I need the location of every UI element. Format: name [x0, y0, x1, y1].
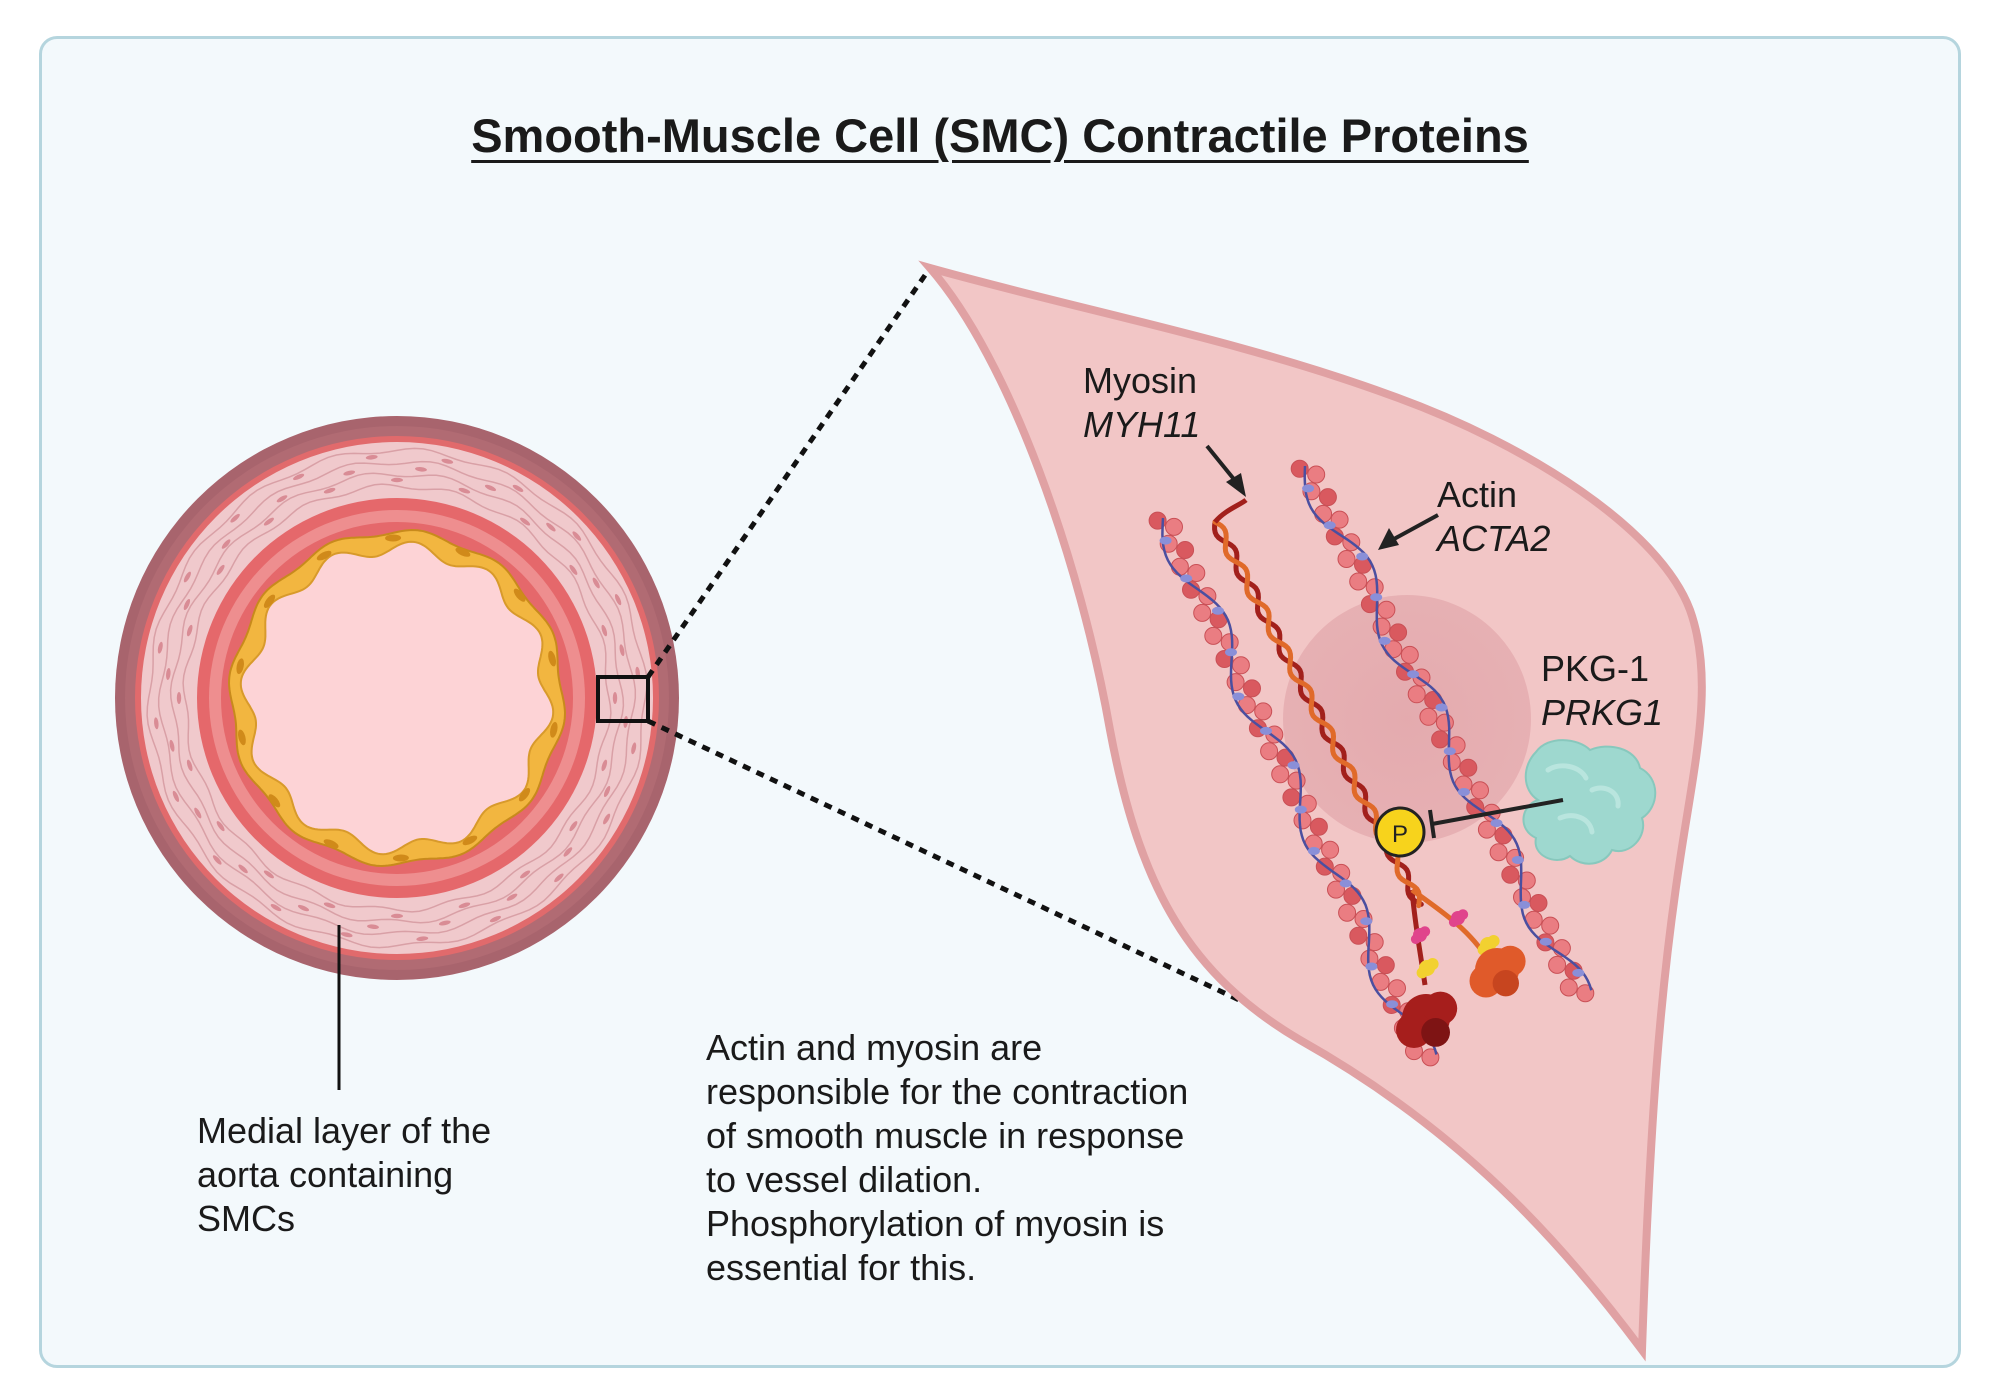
myosin-arrow	[1205, 444, 1239, 485]
pkg-gene: PRKG1	[1541, 692, 1664, 733]
description-line: of smooth muscle in response	[706, 1115, 1185, 1156]
actin-gene: ACTA2	[1437, 518, 1551, 559]
phosphate-group	[1374, 806, 1426, 858]
myosin-label: Myosin MYH11	[1083, 359, 1200, 447]
description-text: Actin and myosin are responsible for the…	[706, 1026, 1188, 1290]
contractile-filaments	[1148, 459, 1595, 1067]
lumen	[239, 540, 555, 856]
description-line: Actin and myosin are	[706, 1027, 1043, 1068]
medial-caption-line: Medial layer of the	[197, 1110, 492, 1151]
myosin-gene: MYH11	[1083, 404, 1201, 445]
smooth-muscle-cell	[918, 260, 1706, 1362]
description-line: responsible for the contraction	[706, 1071, 1189, 1112]
actin-label: Actin ACTA2	[1437, 473, 1550, 561]
zoom-line-top	[645, 266, 933, 679]
endothelial-nuclei	[236, 534, 558, 862]
actin-arrow	[1393, 513, 1439, 541]
medial-caption: Medial layer of the aorta containing SMC…	[197, 1109, 491, 1241]
aorta-cross-section	[115, 416, 679, 980]
medial-smc-texture	[146, 447, 648, 949]
inhibition-line	[1431, 798, 1564, 826]
pkg-name: PKG-1	[1541, 648, 1650, 689]
pkg1-protein	[1522, 739, 1657, 865]
figure-title: Smooth-Muscle Cell (SMC) Contractile Pro…	[471, 109, 1529, 162]
description-line: essential for this.	[706, 1247, 977, 1288]
inhibition-bar	[1428, 809, 1436, 839]
medial-caption-line: SMCs	[197, 1198, 295, 1239]
phosphate-label: P	[1392, 821, 1408, 848]
description-line: Phosphorylation of myosin is	[706, 1203, 1165, 1244]
myosin-name: Myosin	[1083, 360, 1198, 401]
medial-caption-line: aorta containing	[197, 1154, 454, 1195]
actin-name: Actin	[1437, 474, 1518, 515]
pkg-label: PKG-1 PRKG1	[1541, 647, 1663, 735]
description-line: to vessel dilation.	[706, 1159, 983, 1200]
zoom-box	[596, 675, 650, 723]
